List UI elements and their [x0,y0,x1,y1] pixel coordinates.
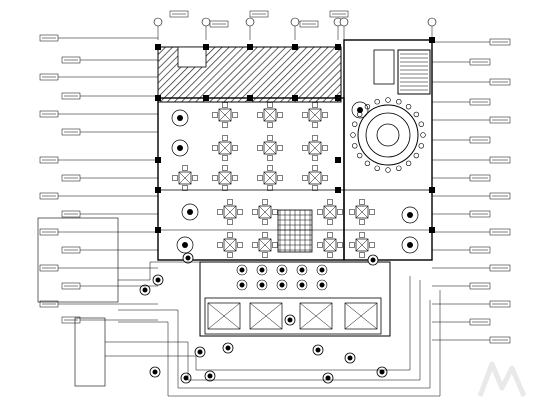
chair [374,99,380,105]
column [155,227,161,233]
column [292,95,298,101]
column [429,187,435,193]
table-set [257,135,283,161]
table-set [217,232,243,258]
dining-table [296,279,308,291]
chair [405,160,412,167]
chair [364,160,371,167]
lounge-chair [181,203,199,221]
column [335,95,341,101]
callout-leaders [58,37,490,397]
table-set [302,135,328,161]
column [429,227,435,233]
column [292,44,298,50]
dining-table [236,264,248,276]
table-set [257,102,283,128]
grid-marker [290,17,300,27]
furniture-layout [171,101,419,258]
table-set [212,102,238,128]
chair [374,165,380,171]
dining-table [256,264,268,276]
grid-marker [427,17,437,27]
table-set [349,199,375,225]
left-legend-box [37,217,119,387]
lounge-chair [171,109,189,127]
column-grid-markers [153,17,437,40]
chair [364,103,371,110]
entry-vestibule [207,302,241,330]
column [155,95,161,101]
table-set [217,199,243,225]
chair [418,121,424,127]
dining-table [276,264,288,276]
column [335,157,341,163]
column [203,44,209,50]
dining-table [316,279,328,291]
table-set [349,232,375,258]
chair [352,121,358,127]
hatched-wall-block [157,46,342,103]
table-set [317,199,343,225]
dining-table [316,264,328,276]
chair [405,103,412,110]
table-set [172,165,198,191]
lounge-chair [401,206,419,224]
chair [413,152,420,159]
table-set [257,165,283,191]
lounge-chair [176,236,194,254]
table-set [252,232,278,258]
dining-table [256,279,268,291]
entry-vestibule [344,302,378,330]
column [335,187,341,193]
chair [420,132,426,138]
stair-core [373,49,431,95]
table-set [302,102,328,128]
dining-table [296,264,308,276]
column [155,187,161,193]
callout-tags [39,10,511,344]
table-set [212,135,238,161]
chair [350,132,356,138]
grid-marker [245,17,255,27]
landscape-plants [139,252,388,384]
column [335,44,341,50]
column [203,95,209,101]
column [155,44,161,50]
column [247,44,253,50]
dining-table [276,279,288,291]
table-set [212,165,238,191]
entrance-canopy [199,261,391,337]
logo-watermark [477,361,527,397]
chair [418,143,424,149]
tiled-floor-area [277,209,313,253]
column [247,95,253,101]
grid-marker [201,17,211,27]
chair [396,165,402,171]
entry-vestibule [249,302,283,330]
lounge-chair [351,101,369,119]
table-set [252,199,278,225]
table-set [302,165,328,191]
lounge-chair [401,236,419,254]
dining-table [236,279,248,291]
table-set [317,232,343,258]
chair [356,152,363,159]
chair [396,99,402,105]
round-reception-desk [350,97,426,173]
entry-vestibule [299,302,333,330]
lounge-chair [171,139,189,157]
chair [352,143,358,149]
chair [413,111,420,118]
grid-marker [153,17,163,27]
chair [385,167,391,173]
grid-marker [339,17,349,27]
chair [385,97,391,103]
